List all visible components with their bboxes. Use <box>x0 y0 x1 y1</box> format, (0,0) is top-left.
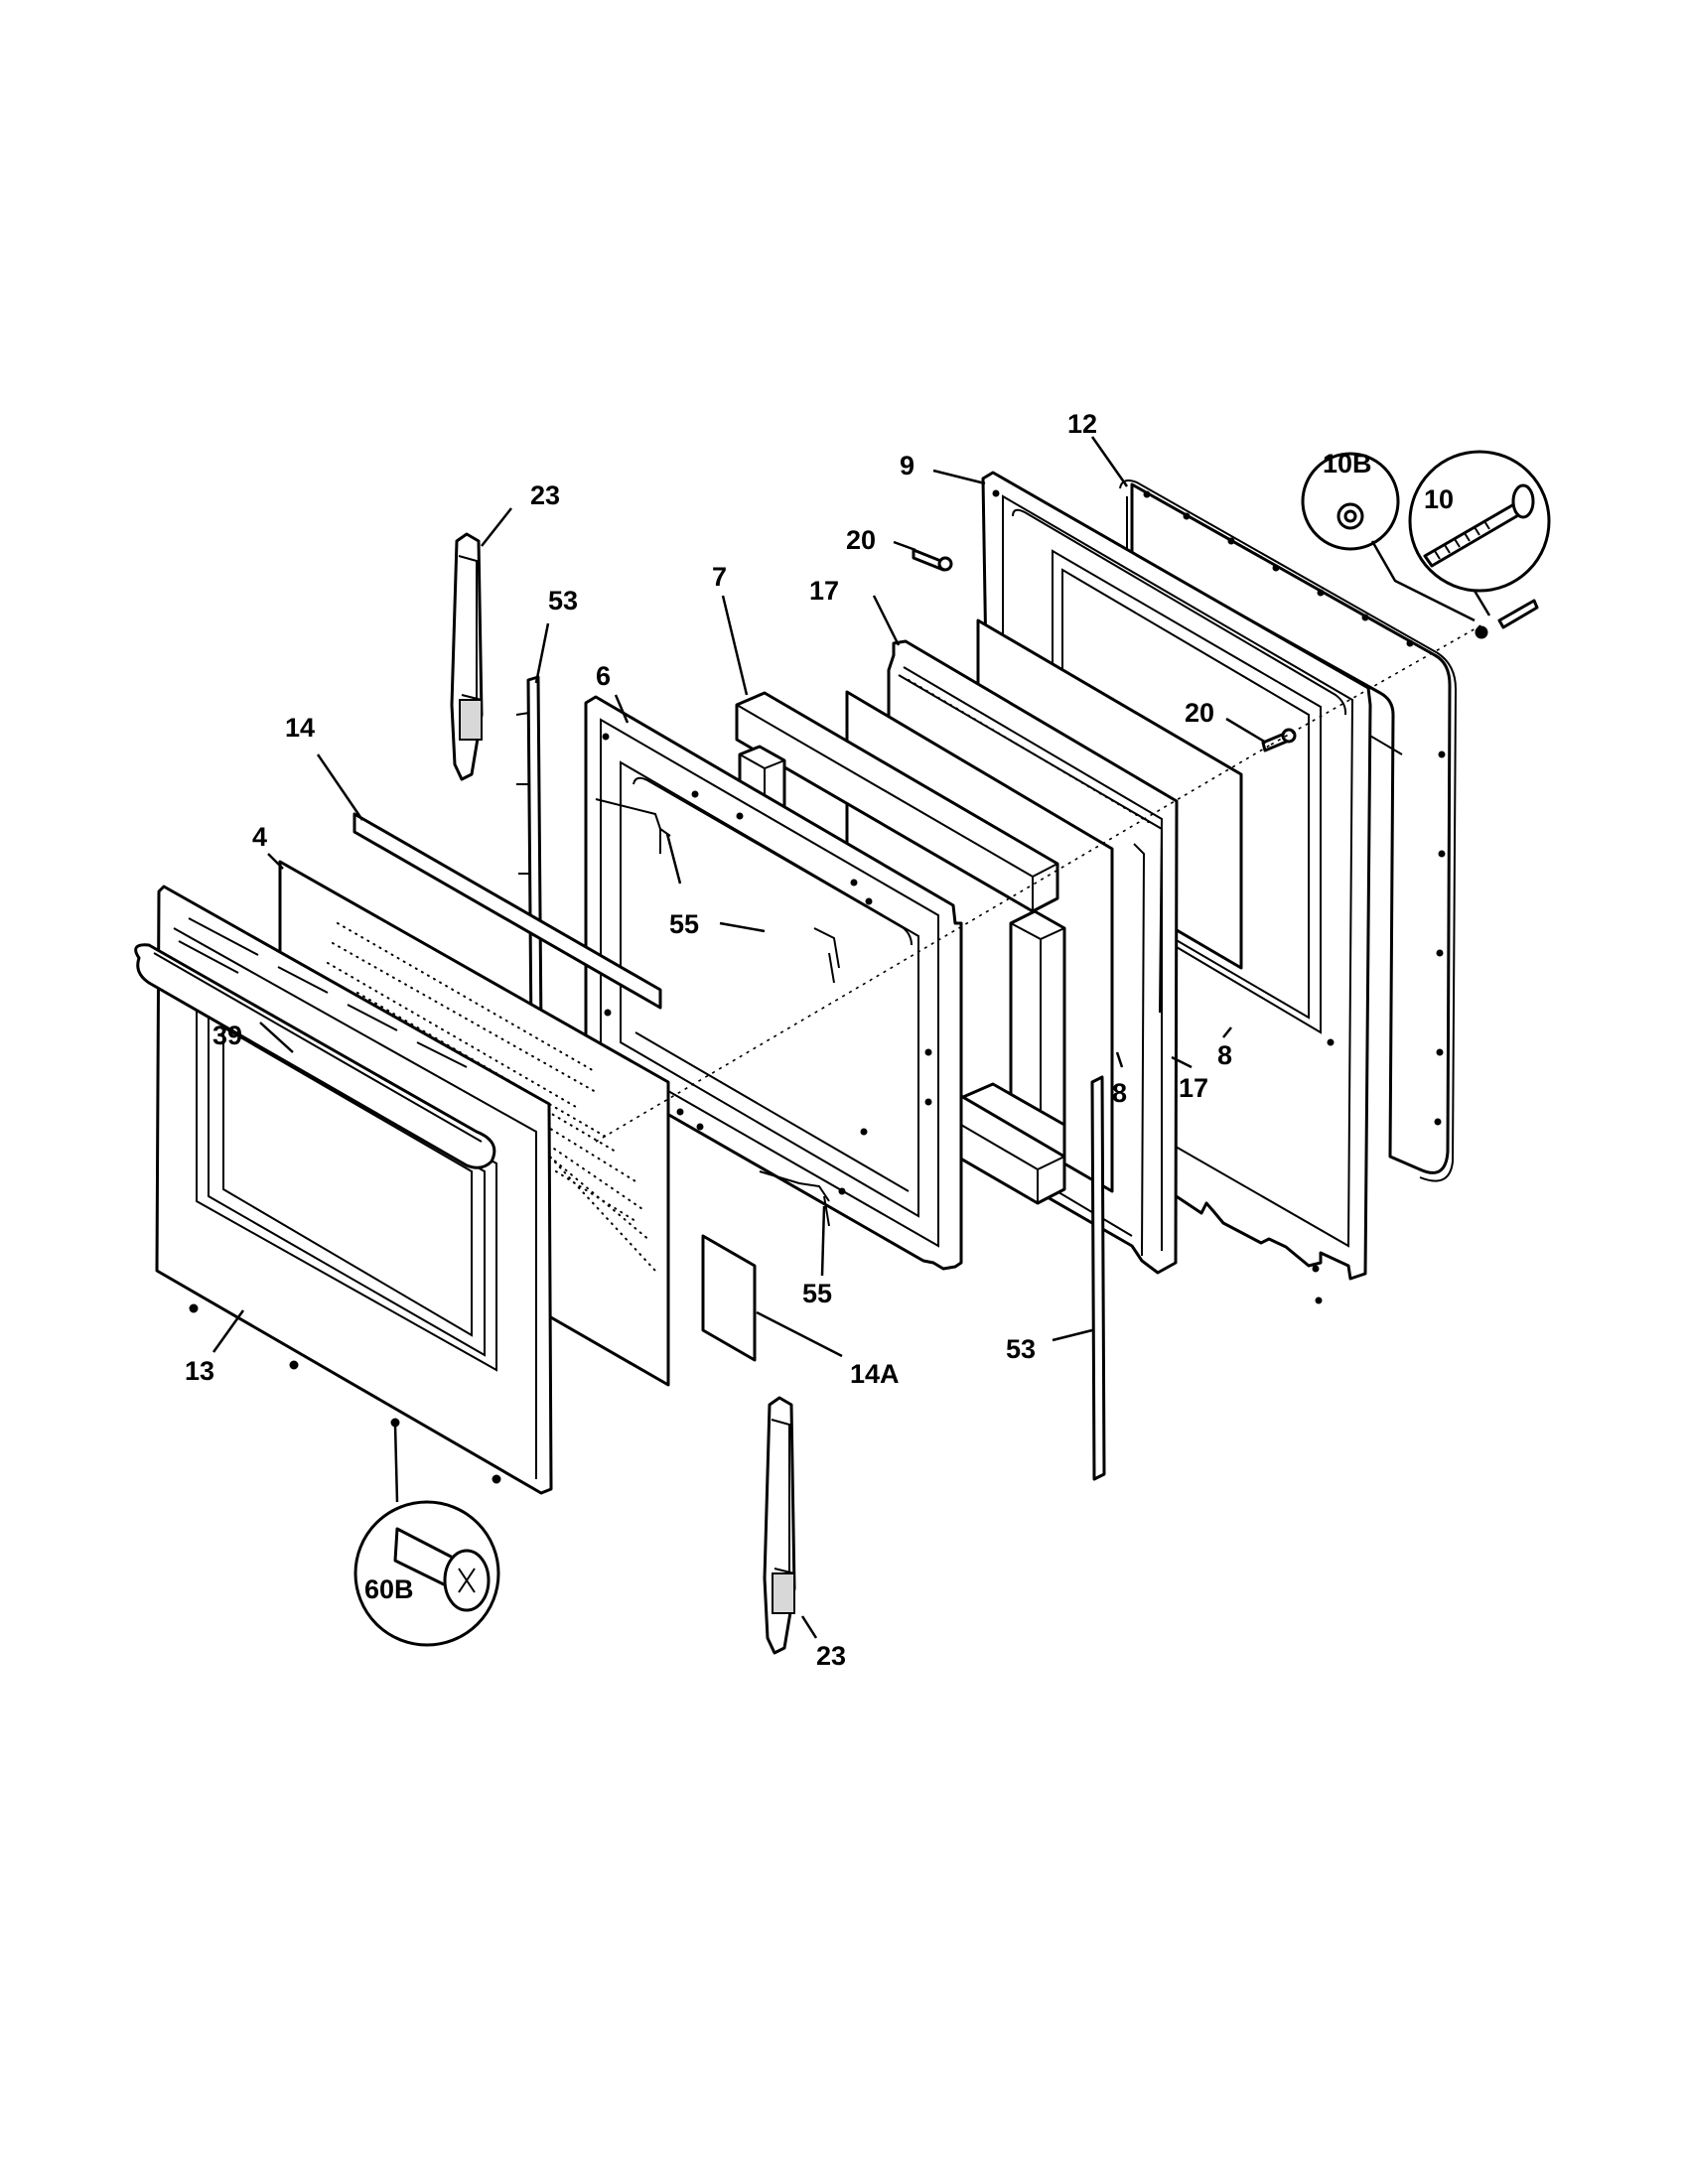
label-39: 39 <box>212 1021 242 1050</box>
label-10: 10 <box>1424 484 1454 514</box>
part-20-screw-left <box>912 548 953 572</box>
label-8-right: 8 <box>1217 1040 1232 1070</box>
part-23-hinge-bottom <box>763 1396 796 1655</box>
alignment-line <box>595 622 1485 1143</box>
label-10B: 10B <box>1323 449 1372 478</box>
label-17-bottom: 17 <box>1179 1073 1208 1103</box>
part-6-inner-door-panel <box>584 695 963 1271</box>
label-17-top: 17 <box>809 576 839 606</box>
label-20-left: 20 <box>846 525 876 555</box>
label-14: 14 <box>285 713 315 743</box>
part-53-side-trim-left <box>515 675 543 1038</box>
part-labels: 23 53 14 4 6 7 17 9 12 10B 10 20 20 55 5… <box>185 409 1454 1671</box>
part-23-hinge-top <box>450 532 484 781</box>
callout-60B-screw <box>353 1424 500 1647</box>
part-14A-pad <box>701 1234 757 1362</box>
label-9: 9 <box>900 451 914 480</box>
leader-lines <box>211 436 1267 1639</box>
callout-10B-washer <box>1301 452 1476 622</box>
part-14-top-trim <box>352 812 662 1010</box>
label-12: 12 <box>1067 409 1097 439</box>
callout-10-bolt <box>1408 450 1551 639</box>
label-53-top: 53 <box>548 586 578 615</box>
label-60B: 60B <box>364 1574 414 1604</box>
label-6: 6 <box>596 661 611 691</box>
label-8-middle: 8 <box>1112 1078 1127 1108</box>
label-7: 7 <box>712 562 727 592</box>
label-55-top: 55 <box>669 909 699 939</box>
label-53-bottom: 53 <box>1006 1334 1036 1364</box>
label-4: 4 <box>252 822 267 852</box>
label-14A: 14A <box>850 1359 900 1389</box>
label-20-right: 20 <box>1185 698 1214 728</box>
label-13: 13 <box>185 1356 214 1386</box>
label-55-bottom: 55 <box>802 1279 832 1308</box>
label-23-top: 23 <box>530 480 560 510</box>
part-53-side-trim-right <box>1090 1075 1106 1481</box>
label-23-bottom: 23 <box>816 1641 846 1671</box>
part-39-door-handle <box>134 943 496 1169</box>
